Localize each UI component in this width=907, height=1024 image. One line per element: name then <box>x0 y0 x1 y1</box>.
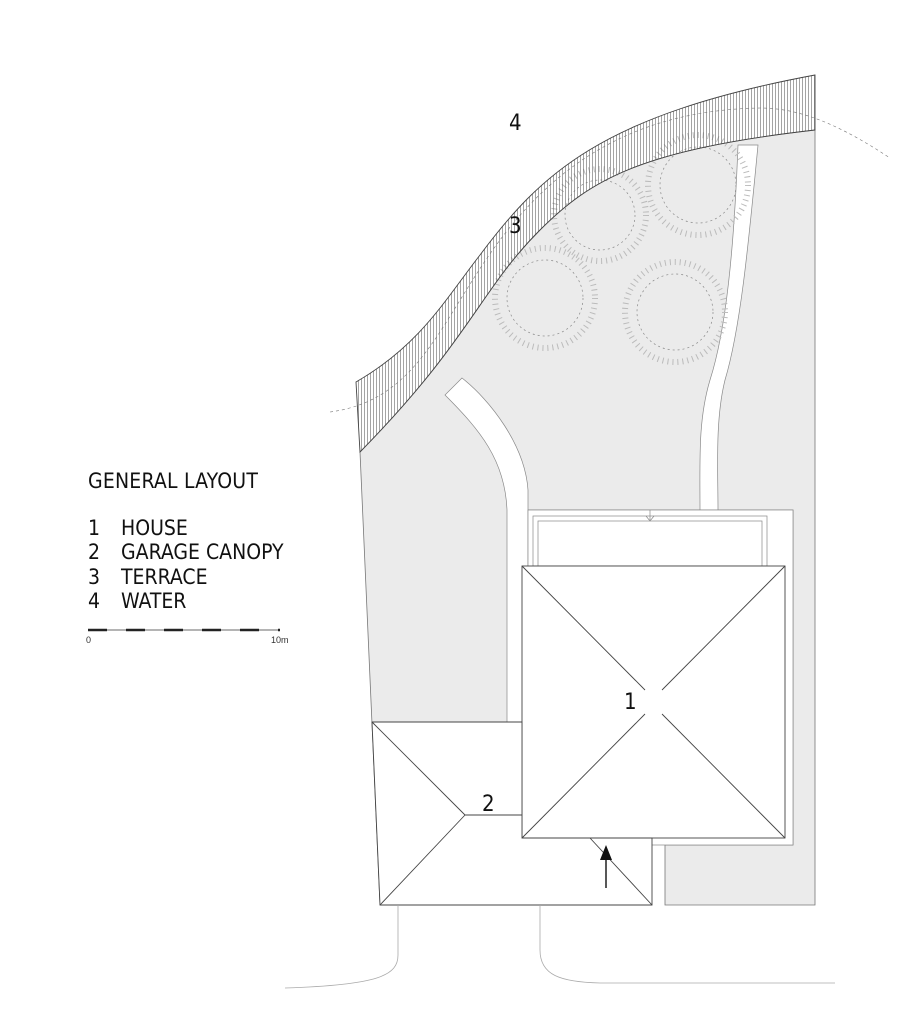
entrance-arrow <box>600 845 612 888</box>
legend-item-num: 1 <box>88 516 100 540</box>
garage-canopy-roof <box>371 721 653 906</box>
legend: GENERAL LAYOUT 1 HOUSE 2 GARAGE CANOPY 3… <box>88 469 284 613</box>
tree <box>551 166 649 264</box>
legend-item-num: 4 <box>88 589 100 613</box>
house-roof <box>521 565 786 839</box>
label-terrace: 3 <box>509 214 522 239</box>
tree <box>492 245 598 351</box>
legend-item-label: HOUSE <box>121 516 188 540</box>
scale-bar: 0 10m <box>86 628 289 645</box>
driveway-curves <box>284 905 835 989</box>
scale-end: 10m <box>271 635 289 645</box>
tree <box>622 259 728 365</box>
label-water: 4 <box>509 111 522 136</box>
legend-item-label: TERRACE <box>120 565 208 589</box>
terrace-band <box>329 74 891 454</box>
legend-item-num: 3 <box>88 565 100 589</box>
tree <box>506 259 584 337</box>
scale-start: 0 <box>86 635 91 645</box>
tree <box>636 273 714 351</box>
legend-item-label: WATER <box>121 589 186 613</box>
legend-title: GENERAL LAYOUT <box>88 469 258 493</box>
legend-item-num: 2 <box>88 540 100 564</box>
label-house: 1 <box>624 690 637 715</box>
label-garage: 2 <box>482 792 495 817</box>
legend-item-label: GARAGE CANOPY <box>121 540 284 564</box>
tree <box>564 179 636 251</box>
tree <box>659 146 737 224</box>
